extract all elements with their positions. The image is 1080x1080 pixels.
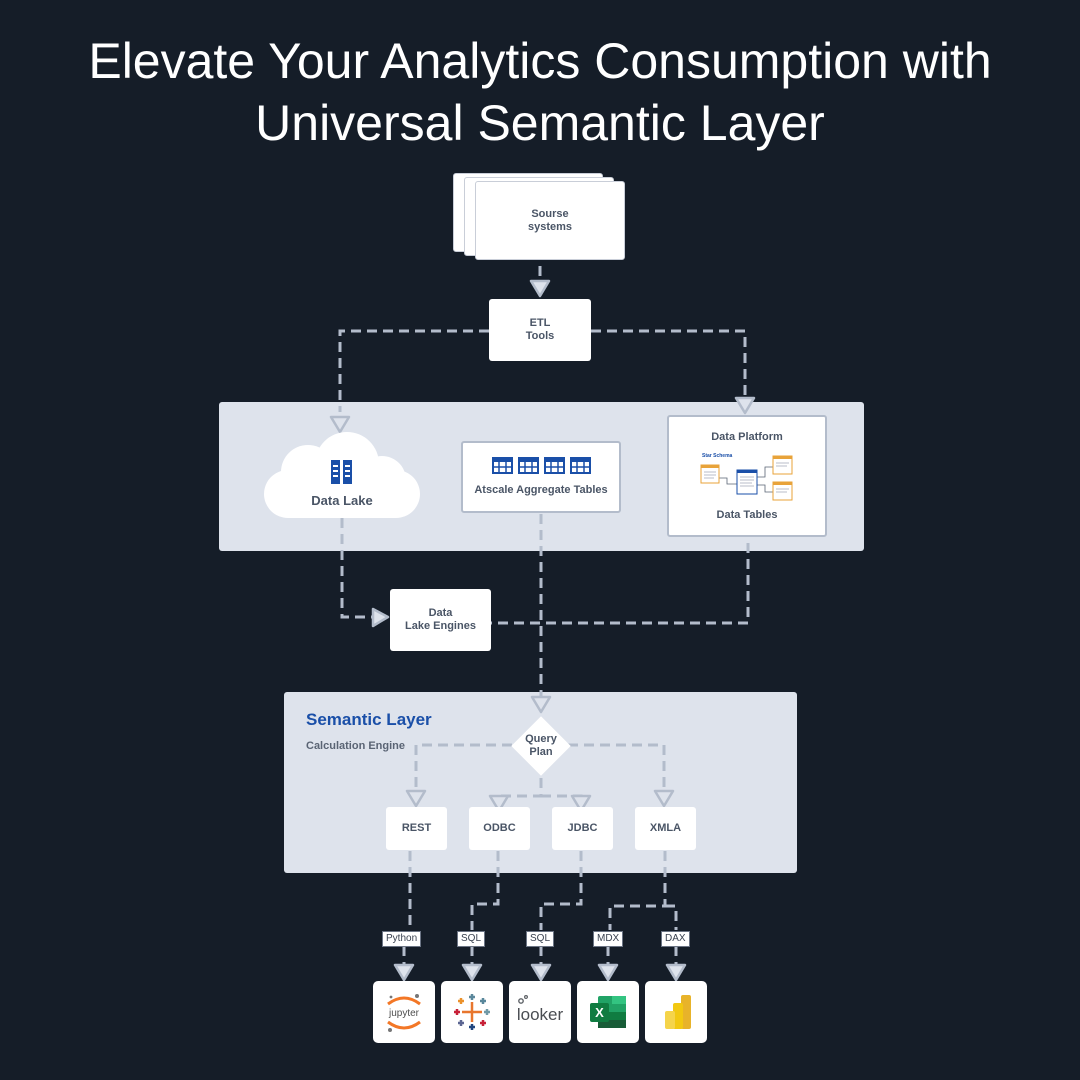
- data-platform-label: Data Platform: [711, 431, 783, 443]
- etl-label-1: ETL: [529, 317, 551, 329]
- table-icon: [569, 457, 591, 474]
- rest-box[interactable]: REST: [386, 807, 447, 850]
- aggregate-tables-box[interactable]: Atscale Aggregate Tables: [461, 441, 621, 513]
- xmla-box[interactable]: XMLA: [635, 807, 696, 850]
- jupyter-wordmark: jupyter: [388, 1008, 420, 1019]
- jupyter-icon: jupyter: [387, 994, 421, 1032]
- rest-label: REST: [401, 822, 432, 834]
- query-plan-line-2: Plan: [529, 746, 553, 758]
- arrow-to-looker: [530, 963, 552, 982]
- xmla-label: XMLA: [649, 822, 682, 834]
- star-schema-label: Star Schema: [702, 453, 733, 459]
- arrow-to-rest: [405, 789, 427, 808]
- table-icon: [543, 457, 565, 474]
- aggregate-table-icons: [491, 457, 591, 474]
- looker-icon: looker: [517, 994, 564, 1024]
- arrow-to-query-plan: [530, 695, 552, 714]
- jdbc-label: JDBC: [567, 822, 598, 834]
- excel-icon: X: [590, 996, 626, 1028]
- arrow-to-data-lake: [329, 415, 351, 434]
- title-line-2: Universal Semantic Layer: [255, 95, 825, 151]
- arrow-to-data-platform: [734, 396, 756, 415]
- arrow-to-etl: [529, 279, 551, 298]
- arrow-to-engines: [371, 607, 390, 628]
- title-line-1: Elevate Your Analytics Consumption with: [88, 33, 992, 89]
- table-icon: [491, 457, 513, 474]
- data-platform-box[interactable]: Data Platform Star Schema Data Tables: [667, 415, 827, 537]
- engines-label-2: Lake Engines: [405, 620, 476, 632]
- arrow-to-jupyter: [393, 963, 415, 982]
- data-tables-label: Data Tables: [716, 509, 778, 521]
- odbc-box[interactable]: ODBC: [469, 807, 530, 850]
- query-plan-line-1: Query: [525, 733, 557, 745]
- jdbc-box[interactable]: JDBC: [552, 807, 613, 850]
- sql-label-looker: SQL: [526, 931, 555, 947]
- page-title: Elevate Your Analytics Consumption with …: [0, 30, 1080, 154]
- source-systems-label-2: systems: [527, 220, 573, 233]
- star-schema-icon: [700, 455, 793, 501]
- server-icon: [331, 460, 352, 484]
- arrow-to-excel: [597, 963, 619, 982]
- engines-label-1: Data: [428, 607, 453, 619]
- excel-app[interactable]: X: [577, 981, 639, 1043]
- arrow-to-jdbc: [570, 794, 592, 813]
- source-systems-label-1: Sourse: [531, 207, 569, 220]
- looker-wordmark: looker: [517, 1005, 564, 1024]
- table-icon: [517, 457, 539, 474]
- excel-letter: X: [595, 1005, 604, 1020]
- looker-app[interactable]: looker: [509, 981, 571, 1043]
- powerbi-app[interactable]: [645, 981, 707, 1043]
- arrow-to-tableau: [461, 963, 483, 982]
- jupyter-app[interactable]: jupyter: [373, 981, 435, 1043]
- aggregate-tables-label: Atscale Aggregate Tables: [474, 484, 608, 496]
- sql-label-tableau: SQL: [457, 931, 486, 947]
- arrow-to-powerbi: [665, 963, 687, 982]
- arrow-to-odbc: [488, 794, 510, 813]
- odbc-label: ODBC: [483, 822, 516, 834]
- powerbi-icon: [665, 995, 691, 1029]
- source-systems-box[interactable]: Sourse systems: [475, 181, 625, 260]
- query-plan-label: Query Plan: [511, 733, 571, 759]
- tableau-icon: [454, 994, 490, 1030]
- etl-label-2: Tools: [525, 330, 555, 342]
- data-lake-label: Data Lake: [311, 493, 373, 508]
- python-label: Python: [382, 931, 422, 947]
- calculation-engine-label: Calculation Engine: [306, 740, 406, 752]
- semantic-layer-title: Semantic Layer: [306, 710, 432, 729]
- tableau-app[interactable]: [441, 981, 503, 1043]
- etl-tools-box[interactable]: ETL Tools: [489, 299, 591, 361]
- data-lake-engines-box[interactable]: Data Lake Engines: [390, 589, 491, 651]
- dax-label: DAX: [661, 931, 690, 947]
- mdx-label: MDX: [593, 931, 624, 947]
- arrow-to-xmla: [653, 789, 675, 808]
